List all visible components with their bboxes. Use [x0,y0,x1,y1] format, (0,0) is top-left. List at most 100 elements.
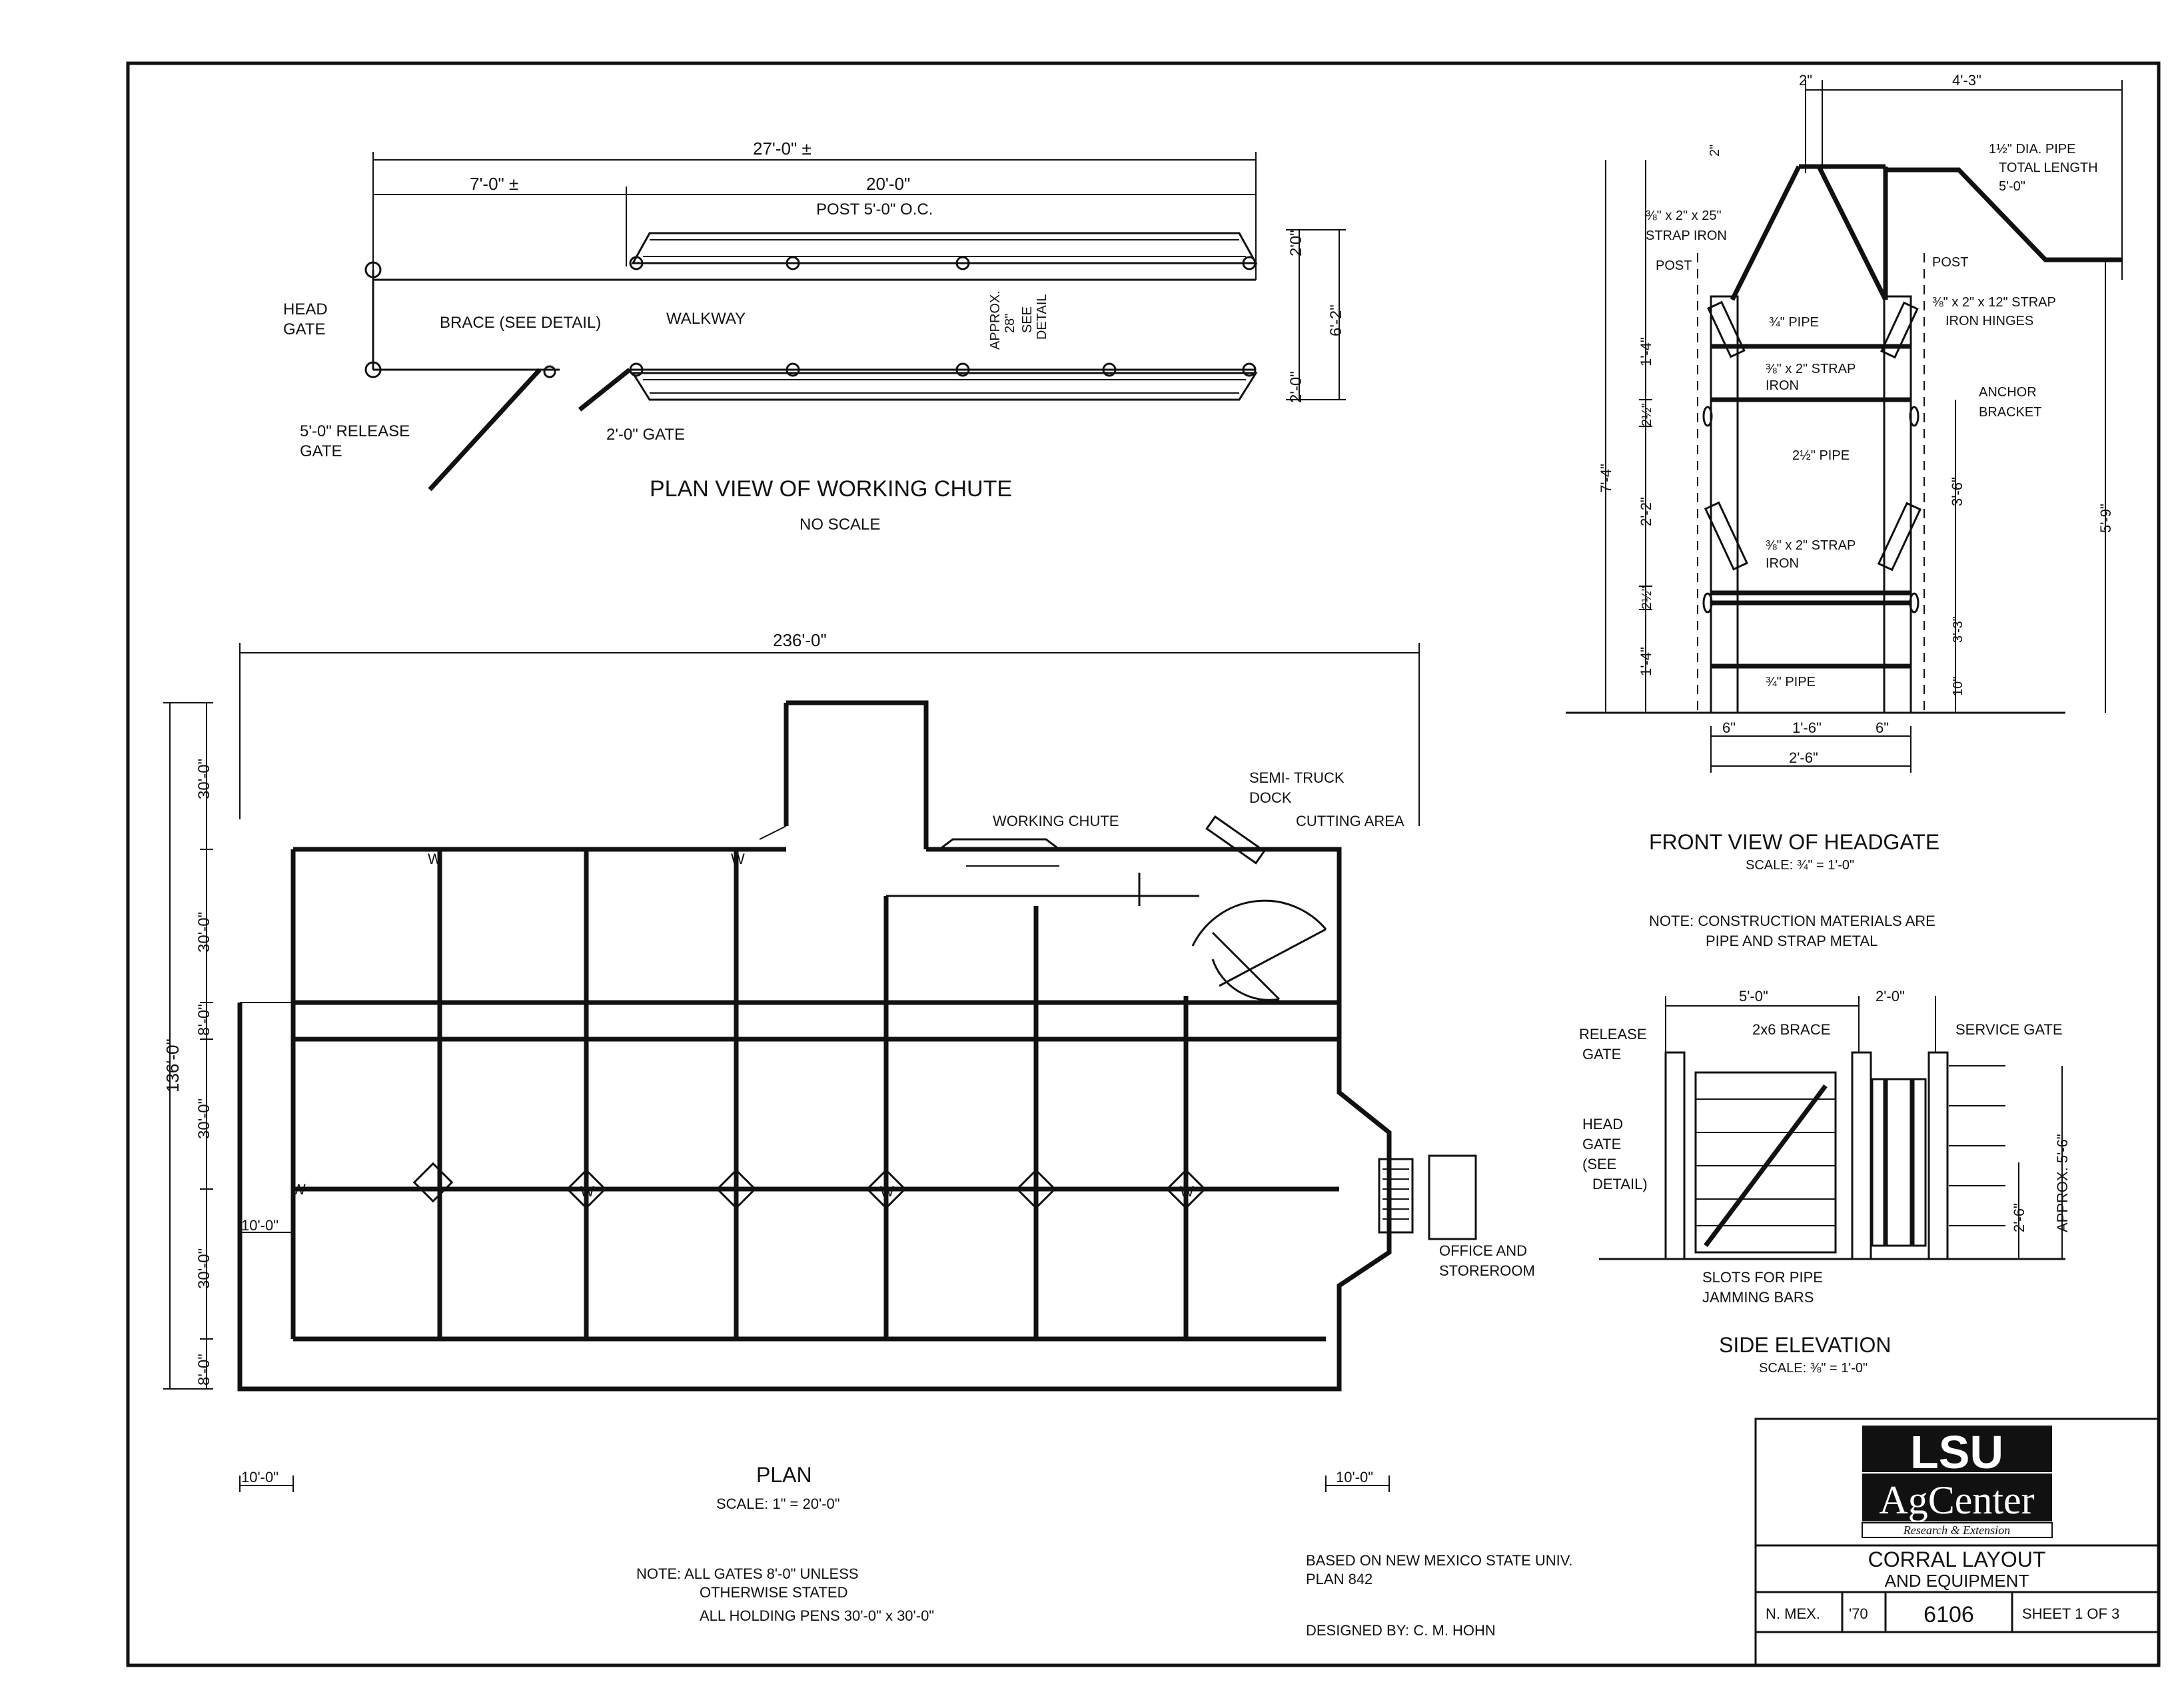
headgate-title: FRONT VIEW OF HEADGATE [1649,830,1939,854]
semi-truck-label-2: DOCK [1249,789,1292,806]
strap-low-2: IRON [1766,556,1799,571]
working-chute-label: WORKING CHUTE [993,813,1119,829]
pipe-note-3: 5'-0" [1999,179,2025,194]
headgate-note-2: PIPE AND STRAP METAL [1706,933,1878,949]
width-note-2: 28" [1003,314,1017,333]
release-label-1: 5'-0" RELEASE [300,422,410,440]
side-release-2: GATE [1582,1046,1621,1062]
plan-scale: SCALE: 1" = 20'-0" [716,1495,840,1512]
side-title: SIDE ELEVATION [1719,1333,1891,1357]
side-headgate-1: HEAD [1582,1116,1623,1132]
water-mark-1: W [428,851,442,867]
chute-dim-top: 2'0" [1287,230,1305,256]
width-note-3: SEE [1020,306,1035,333]
cutting-area-label: CUTTING AREA [1296,813,1404,829]
pipe-note-1: 1½" DIA. PIPE [1989,142,2076,157]
hg-bot-total: 2'-6" [1789,749,1818,766]
width-note-1: APPROX. [988,290,1003,350]
anchor-2: BRACKET [1979,405,2041,420]
office-label-2: STOREROOM [1439,1262,1535,1279]
pipe-note-2: TOTAL LENGTH [1999,161,2098,175]
note-gates-3: ALL HOLDING PENS 30'-0" x 30'-0" [700,1607,934,1624]
bottom-left-dim: 10'-0" [241,1469,278,1485]
semi-truck-label-1: SEMI- TRUCK [1249,769,1345,786]
side-release-1: RELEASE [1579,1026,1647,1043]
office-box [1428,1154,1477,1240]
side-dim-2: 30'-0" [195,912,213,953]
logo-top: LSU [1910,1426,2003,1478]
anchor-1: ANCHOR [1979,385,2037,400]
side-slots-1: SLOTS FOR PIPE [1702,1269,1823,1286]
hg-bot-dim2: 1'-6" [1792,719,1822,736]
chute-title: PLAN VIEW OF WORKING CHUTE [650,476,1012,502]
hg-top-dim2: 4'-3" [1952,72,1981,89]
hg-right-total: 5'-9" [2097,504,2114,533]
side-dim-6: 8'-0" [195,1354,213,1386]
side-headgate-2: GATE [1582,1136,1621,1152]
side-headgate-3: (SEE [1582,1156,1616,1172]
release-label-2: GATE [300,442,342,460]
chute-left-dim: 7'-0" ± [470,174,518,194]
plan-width-dim: 236'-0" [773,630,827,650]
side-dim-3: 8'-0" [195,1004,213,1036]
hg-top-dim1: 2" [1799,72,1812,89]
brace-label: BRACE (SEE DETAIL) [440,314,601,332]
hg-left-dim3: 2'-2" [1638,497,1654,526]
pipe-34-top: ¾" PIPE [1769,315,1819,330]
corral-plan: 236'-0" 136'-0" 30'-0" 30'-0" 8'-0" 30'-… [163,630,1535,1512]
tb-sheet: SHEET 1 OF 3 [2022,1605,2119,1622]
general-notes: NOTE: ALL GATES 8'-0" UNLESS OTHERWISE S… [636,1552,1573,1639]
side-approx: APPROX. 5'-6" [2054,1134,2071,1232]
side-elevation: 5'-0" 2'-0" APPROX. 5'-6" 2'-6" RELEASE … [1579,988,2071,1376]
pipe-212: 2½" PIPE [1792,448,1850,463]
office-label-1: OFFICE AND [1439,1242,1527,1259]
chute-scale: NO SCALE [800,516,880,534]
post-left-label: POST [1656,258,1692,273]
tb-title: CORRAL LAYOUT [1868,1547,2046,1571]
hg-left-dim1: 1'-4" [1638,337,1654,366]
headgate-note-1: NOTE: CONSTRUCTION MATERIALS ARE [1649,913,1935,929]
bottom-right-dim: 10'-0" [1336,1469,1373,1485]
hg-dim-small: 2" [1708,145,1722,157]
tb-year: '70 [1849,1605,1868,1622]
note-gates-2: OTHERWISE STATED [700,1584,847,1601]
chute-right-dim: 20'-0" [866,174,910,194]
strap-iron-2: STRAP IRON [1646,228,1727,243]
hg-left-dim4: 2½" [1640,586,1654,610]
water-mark-4: W [580,1183,594,1200]
side-service: SERVICE GATE [1955,1021,2063,1038]
headgate-label-2: GATE [283,320,326,338]
note-designed: DESIGNED BY: C. M. HOHN [1306,1622,1496,1639]
side-dim-h: 2'-6" [2011,1203,2027,1232]
hinges-1: ⅜" x 2" x 12" STRAP [1932,295,2056,310]
chute-overall-dim: 27'-0" ± [753,139,812,159]
note-gates-1: NOTE: ALL GATES 8'-0" UNLESS [636,1565,859,1582]
side-brace: 2x6 BRACE [1752,1021,1830,1038]
side-dim-1: 30'-0" [195,759,213,799]
side-dim-b: 2'-0" [1876,988,1905,1005]
walkway-label: WALKWAY [666,310,746,328]
plan-height-dim: 136'-0" [163,1039,183,1092]
water-mark-3: W [292,1181,306,1198]
tb-number: 6106 [1923,1602,1974,1627]
chute-dim-bottom: 2'-0" [1287,371,1305,403]
post-right-label: POST [1932,255,1968,270]
plan-title: PLAN [756,1463,812,1487]
chute-dim-total: 6'-2" [1327,304,1345,336]
water-mark-2: W [731,851,745,867]
alley-dim: 10'-0" [241,1217,278,1234]
hg-bot-dim1: 6" [1722,719,1736,736]
note-based-2: PLAN 842 [1306,1571,1372,1587]
side-headgate-4: DETAIL) [1592,1176,1648,1192]
working-chute-plan: 27'-0" ± 7'-0" ± 20'-0" [283,139,1346,534]
side-dim-a: 5'-0" [1739,988,1768,1005]
hg-right-dim1: 3'-6" [1949,477,1965,506]
tb-state: N. MEX. [1766,1605,1820,1622]
tb-subtitle: AND EQUIPMENT [1885,1571,2029,1591]
headgate-label-1: HEAD [283,300,328,318]
side-dim-5: 30'-0" [195,1248,213,1289]
sheet-border [126,61,2161,1667]
logo-block [1862,1426,2052,1472]
hg-right-dim3: 10" [1951,677,1965,696]
